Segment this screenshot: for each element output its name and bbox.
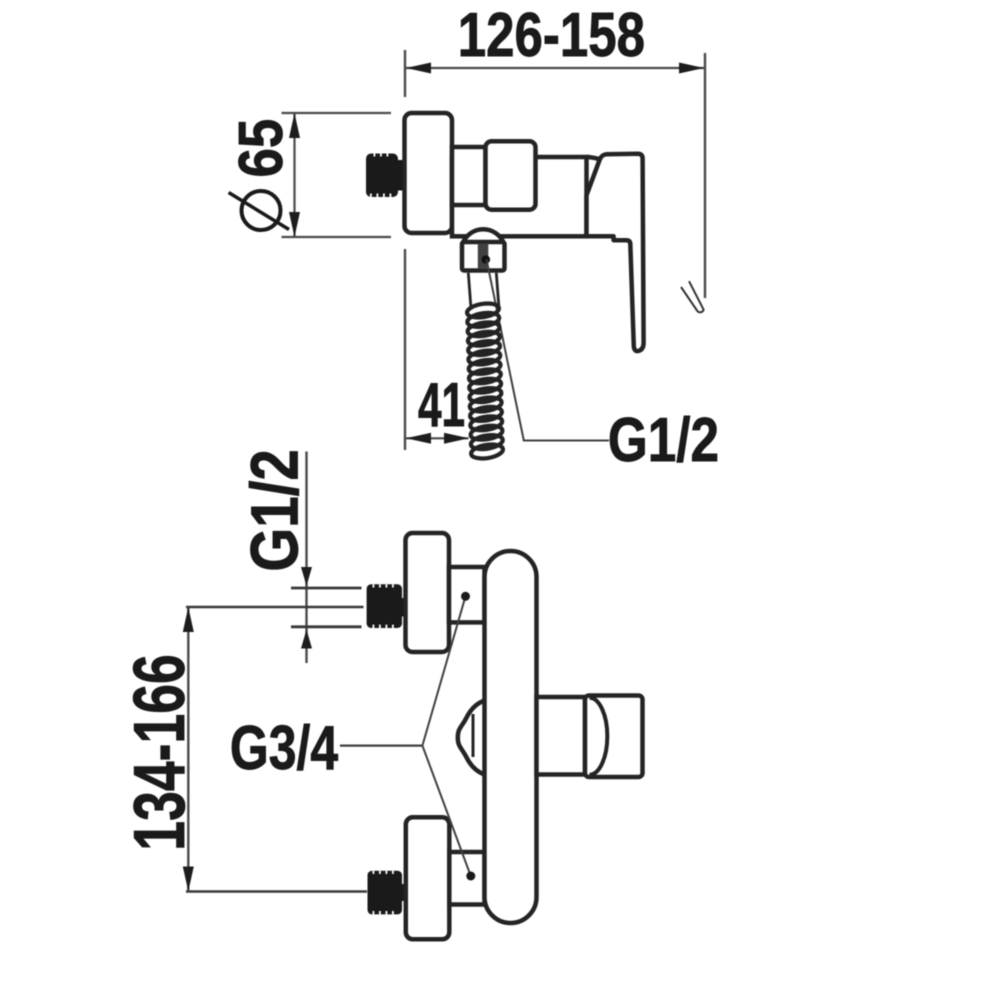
svg-text:134-166: 134-166 xyxy=(119,654,200,851)
svg-text:126-158: 126-158 xyxy=(458,0,645,70)
svg-text:41: 41 xyxy=(418,370,465,440)
svg-text:G3/4: G3/4 xyxy=(230,713,338,783)
svg-text:G1/2: G1/2 xyxy=(608,405,719,475)
svg-text:65: 65 xyxy=(226,119,296,178)
svg-text:G1/2: G1/2 xyxy=(238,449,313,571)
